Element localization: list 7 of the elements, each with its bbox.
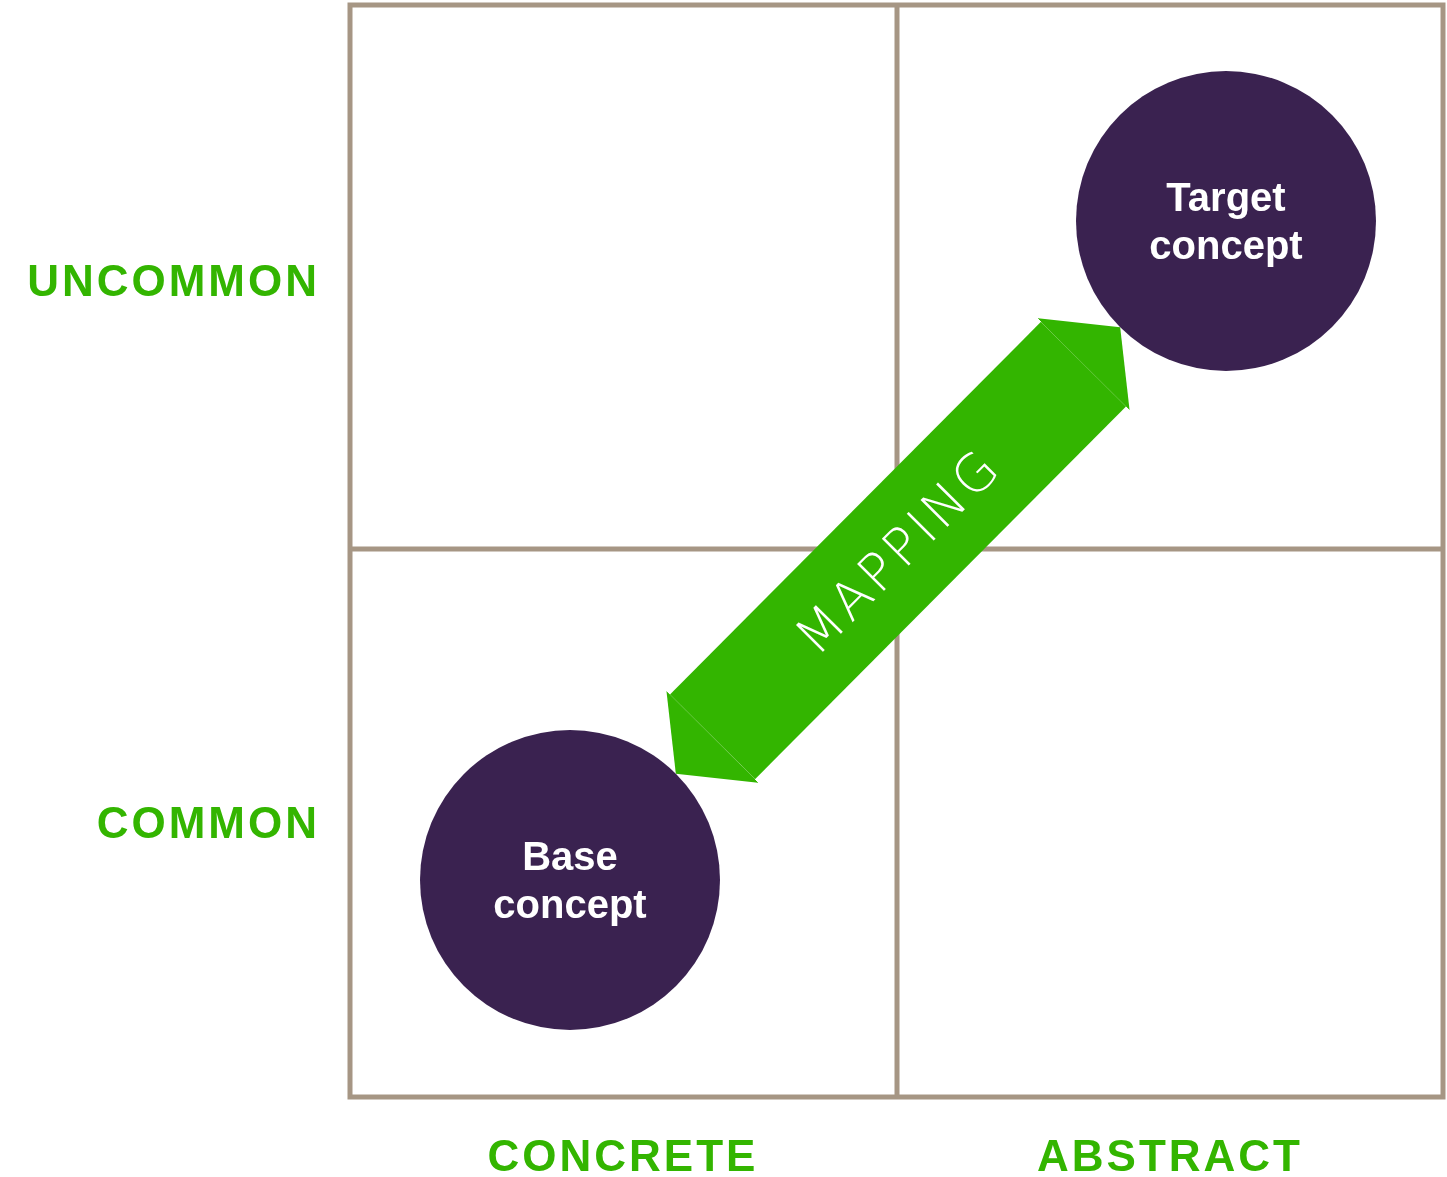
axis-label: ABSTRACT <box>1037 1134 1303 1177</box>
concept-label: Target concept <box>1148 174 1304 269</box>
axis-label: COMMON <box>96 801 320 845</box>
axis-label: UNCOMMON <box>27 259 320 303</box>
axis-label: CONCRETE <box>487 1134 759 1177</box>
concept-label: Base concept <box>492 833 648 928</box>
double-arrow <box>666 318 1130 783</box>
